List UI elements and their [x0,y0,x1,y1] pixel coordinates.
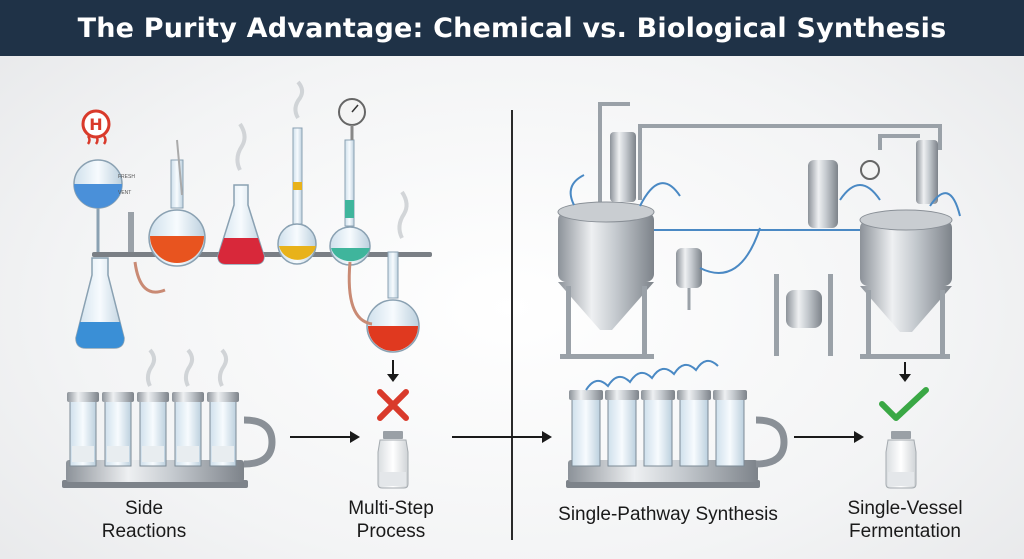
label-side-reactions: Side Reactions [101,498,187,542]
arrow-down-right [899,362,911,382]
bioreactor-system [557,102,961,359]
arrow-left-1 [290,431,360,443]
x-mark-icon [377,389,409,421]
hazard-letter: H [89,115,102,134]
label-single-pathway-synthesis: Single-Pathway Synthesis [558,504,778,525]
page-title: The Purity Advantage: Chemical vs. Biolo… [77,12,947,44]
arrow-right-1 [794,431,864,443]
vial-right [885,431,917,489]
hazard-icon: H [81,109,111,145]
chemical-column-rack [62,348,276,488]
flask-label-vent: VENT [118,190,131,196]
check-mark-icon [879,387,929,421]
bio-column-rack [566,359,788,488]
label-multi-step-process: Multi-Step Process [348,498,434,542]
label-single-vessel-fermentation: Single-Vessel Fermentation [847,498,963,542]
title-bar: The Purity Advantage: Chemical vs. Biolo… [0,0,1024,56]
arrow-down-left [387,360,399,382]
chemical-glassware: H FRESH VENT [73,80,432,353]
center-divider [511,110,513,540]
vial-left [377,431,409,489]
flask-label-fresh: FRESH [118,174,135,180]
arrow-center [452,431,552,443]
